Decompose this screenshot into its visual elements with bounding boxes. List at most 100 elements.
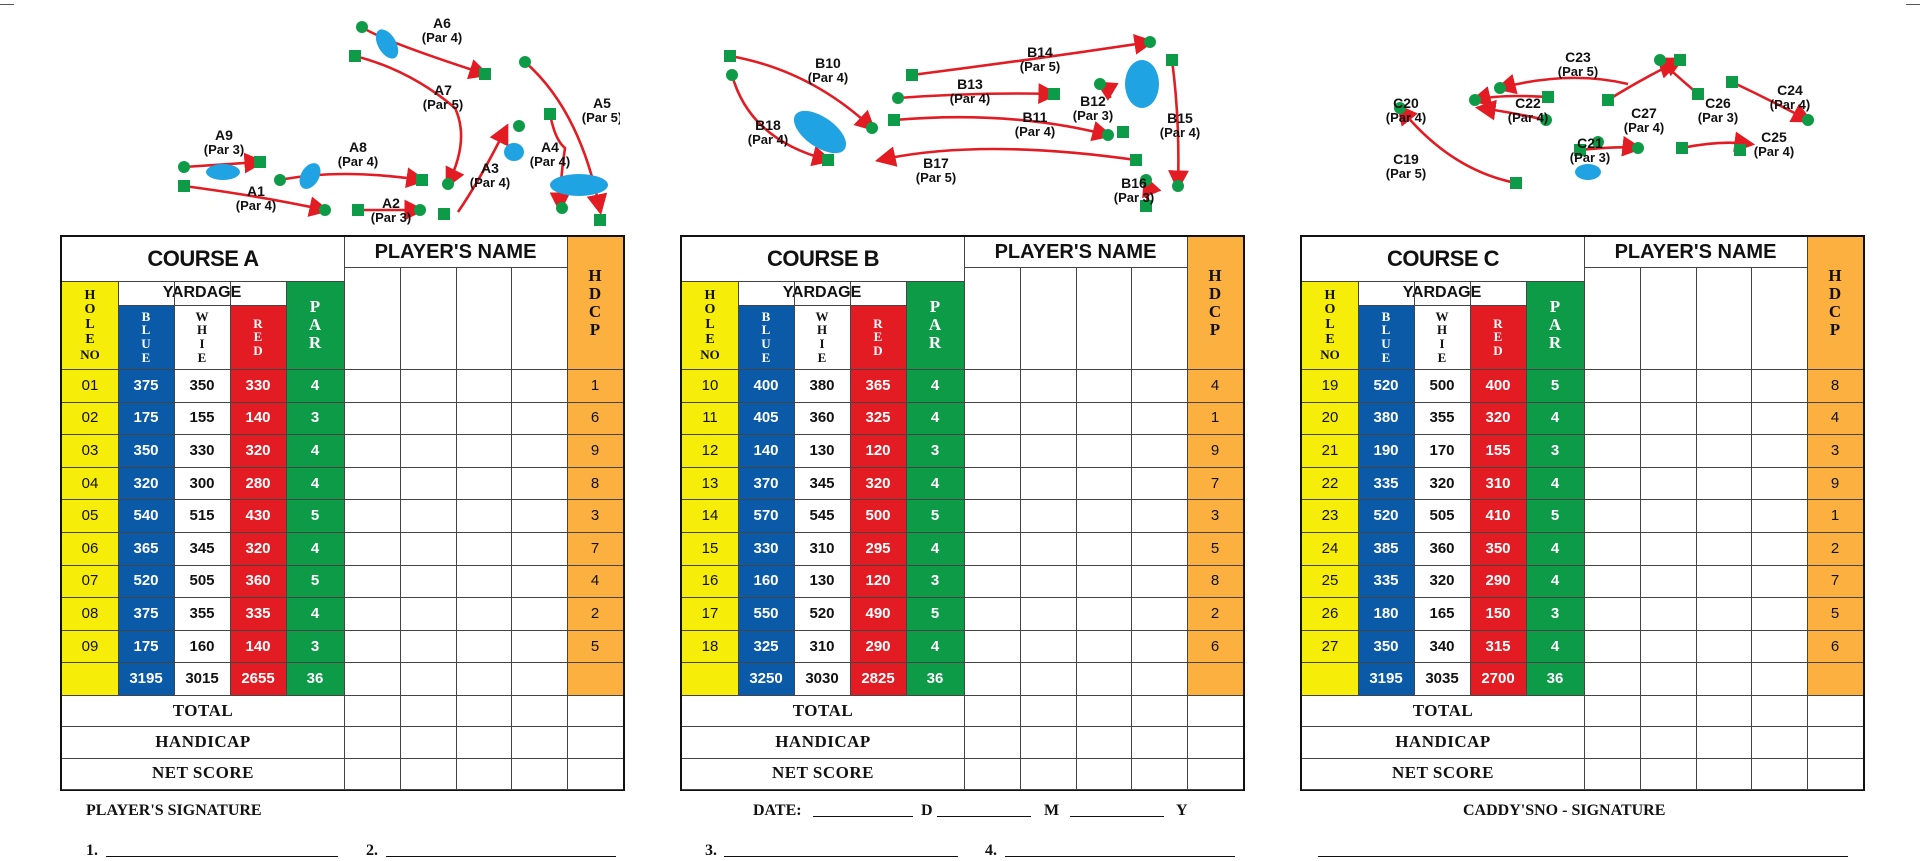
date-day-line[interactable] xyxy=(813,816,913,817)
player-net-score-cell[interactable] xyxy=(1131,758,1187,789)
player-score-cell[interactable] xyxy=(1696,434,1752,467)
player-score-cell[interactable] xyxy=(1640,565,1696,598)
player-total-cell[interactable] xyxy=(1076,695,1132,726)
player-score-cell[interactable] xyxy=(1131,369,1187,402)
player-score-cell[interactable] xyxy=(1076,532,1132,565)
player-score-cell[interactable] xyxy=(964,565,1020,598)
player-score-cell[interactable] xyxy=(964,434,1020,467)
player-score-cell[interactable] xyxy=(344,532,400,565)
player-total-cell[interactable] xyxy=(400,695,456,726)
player-score-cell[interactable] xyxy=(344,402,400,435)
player-score-cell[interactable] xyxy=(1131,630,1187,663)
player-score-cell[interactable] xyxy=(1131,499,1187,532)
player-score-cell[interactable] xyxy=(1640,630,1696,663)
player-score-cell[interactable] xyxy=(964,369,1020,402)
player-score-cell[interactable] xyxy=(456,499,512,532)
player-score-cell[interactable] xyxy=(456,402,512,435)
player-score-cell[interactable] xyxy=(456,597,512,630)
player-score-cell[interactable] xyxy=(511,597,567,630)
player-total-cell[interactable] xyxy=(511,695,567,726)
player-score-cell[interactable] xyxy=(1131,565,1187,598)
player-handicap-cell[interactable] xyxy=(344,726,400,757)
caddy-signature-line[interactable] xyxy=(1318,856,1848,857)
player-score-cell[interactable] xyxy=(456,630,512,663)
player-score-cell[interactable] xyxy=(1584,565,1640,598)
player-score-cell[interactable] xyxy=(964,499,1020,532)
player-score-cell[interactable] xyxy=(1640,499,1696,532)
player-net-score-cell[interactable] xyxy=(456,758,512,789)
player-score-cell[interactable] xyxy=(1020,532,1076,565)
player-score-cell[interactable] xyxy=(1076,467,1132,500)
player-score-cell[interactable] xyxy=(1076,499,1132,532)
player-score-cell[interactable] xyxy=(1076,369,1132,402)
player-net-score-cell[interactable] xyxy=(344,758,400,789)
player-score-cell[interactable] xyxy=(1696,499,1752,532)
player-score-cell[interactable] xyxy=(1696,565,1752,598)
player-score-cell[interactable] xyxy=(1131,467,1187,500)
player-score-cell[interactable] xyxy=(1076,597,1132,630)
player-total-cell[interactable] xyxy=(1751,695,1807,726)
player-score-cell[interactable] xyxy=(1696,597,1752,630)
player-score-cell[interactable] xyxy=(1640,402,1696,435)
player-net-score-cell[interactable] xyxy=(400,758,456,789)
player-score-cell[interactable] xyxy=(1076,402,1132,435)
player-score-cell[interactable] xyxy=(456,532,512,565)
player-score-cell[interactable] xyxy=(1584,630,1640,663)
signature-1-line[interactable] xyxy=(106,856,338,857)
player-score-cell[interactable] xyxy=(1751,467,1807,500)
player-score-cell[interactable] xyxy=(511,402,567,435)
player-score-cell[interactable] xyxy=(1640,467,1696,500)
player-score-cell[interactable] xyxy=(1696,402,1752,435)
player-score-cell[interactable] xyxy=(400,369,456,402)
player-score-cell[interactable] xyxy=(400,467,456,500)
player-score-cell[interactable] xyxy=(1751,402,1807,435)
player-score-cell[interactable] xyxy=(1020,467,1076,500)
player-score-cell[interactable] xyxy=(1640,434,1696,467)
player-score-cell[interactable] xyxy=(1640,597,1696,630)
player-handicap-cell[interactable] xyxy=(511,726,567,757)
player-score-cell[interactable] xyxy=(400,434,456,467)
signature-3-line[interactable] xyxy=(724,856,958,857)
player-handicap-cell[interactable] xyxy=(400,726,456,757)
player-score-cell[interactable] xyxy=(400,565,456,598)
player-score-cell[interactable] xyxy=(1076,565,1132,598)
player-total-cell[interactable] xyxy=(964,695,1020,726)
player-score-cell[interactable] xyxy=(344,434,400,467)
player-score-cell[interactable] xyxy=(1131,434,1187,467)
player-net-score-cell[interactable] xyxy=(1584,758,1640,789)
player-score-cell[interactable] xyxy=(1584,369,1640,402)
player-score-cell[interactable] xyxy=(1020,565,1076,598)
player-score-cell[interactable] xyxy=(400,532,456,565)
player-score-cell[interactable] xyxy=(1751,532,1807,565)
player-score-cell[interactable] xyxy=(344,369,400,402)
player-score-cell[interactable] xyxy=(1020,499,1076,532)
player-score-cell[interactable] xyxy=(1076,630,1132,663)
player-score-cell[interactable] xyxy=(511,565,567,598)
player-total-cell[interactable] xyxy=(1131,695,1187,726)
signature-2-line[interactable] xyxy=(386,856,616,857)
player-handicap-cell[interactable] xyxy=(1020,726,1076,757)
player-handicap-cell[interactable] xyxy=(1751,726,1807,757)
player-score-cell[interactable] xyxy=(1020,402,1076,435)
player-score-cell[interactable] xyxy=(511,630,567,663)
player-score-cell[interactable] xyxy=(344,499,400,532)
player-total-cell[interactable] xyxy=(1696,695,1752,726)
player-score-cell[interactable] xyxy=(1020,597,1076,630)
player-total-cell[interactable] xyxy=(1020,695,1076,726)
player-score-cell[interactable] xyxy=(456,467,512,500)
signature-4-line[interactable] xyxy=(1005,856,1235,857)
player-net-score-cell[interactable] xyxy=(1640,758,1696,789)
player-score-cell[interactable] xyxy=(1076,434,1132,467)
date-month-line[interactable] xyxy=(937,816,1031,817)
player-score-cell[interactable] xyxy=(964,402,1020,435)
player-score-cell[interactable] xyxy=(1751,597,1807,630)
player-score-cell[interactable] xyxy=(1584,467,1640,500)
player-score-cell[interactable] xyxy=(511,499,567,532)
player-handicap-cell[interactable] xyxy=(456,726,512,757)
player-score-cell[interactable] xyxy=(1751,630,1807,663)
player-net-score-cell[interactable] xyxy=(1076,758,1132,789)
player-score-cell[interactable] xyxy=(511,467,567,500)
player-score-cell[interactable] xyxy=(1751,499,1807,532)
player-score-cell[interactable] xyxy=(964,532,1020,565)
player-score-cell[interactable] xyxy=(344,597,400,630)
